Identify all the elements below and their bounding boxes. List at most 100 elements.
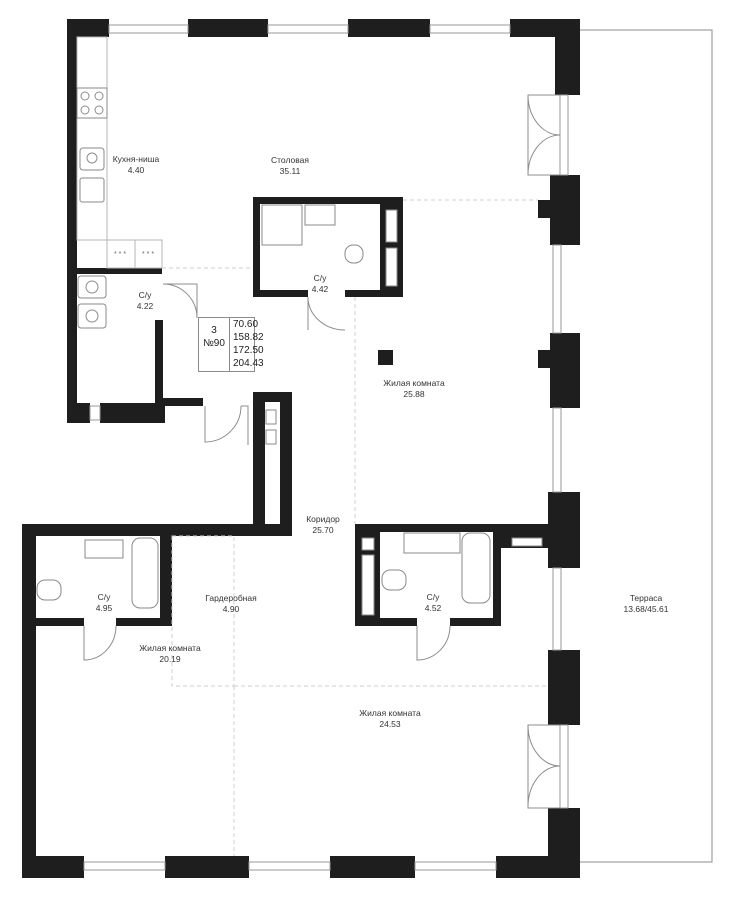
washer-icon — [77, 275, 107, 299]
room-name: С/у — [97, 592, 111, 602]
room-living1: Жилая комната 25.88 — [383, 378, 444, 400]
wall-right-1 — [555, 19, 580, 95]
rooms-count: 3 — [211, 325, 217, 336]
window-right-3 — [552, 567, 562, 651]
terrace-outline — [580, 29, 713, 863]
window-bottom-1 — [83, 861, 166, 871]
kitchen-counter — [76, 36, 108, 241]
door-bath1[interactable] — [162, 283, 198, 319]
wall-right-4 — [548, 492, 580, 568]
sink-bath4-icon — [403, 532, 461, 554]
unit-id: 3 №90 — [199, 318, 230, 371]
wall-bottom-left-1 — [100, 403, 165, 423]
wall-corridor-left — [253, 392, 265, 536]
wall-bath1-right — [155, 320, 163, 406]
room-name: Гардеробная — [205, 593, 257, 603]
svg-text:* * *: * * * — [142, 251, 154, 258]
room-area: 4.95 — [95, 603, 113, 613]
window-left-small — [89, 405, 101, 421]
wall-bath3-bottom-left — [22, 618, 84, 626]
room-area: 24.53 — [379, 719, 401, 729]
room-area: 35.11 — [279, 166, 301, 176]
svg-text:* * *: * * * — [114, 251, 126, 258]
window-top-3 — [429, 24, 511, 34]
wall-bath3-right — [160, 524, 172, 624]
toilet-bath4-icon — [381, 569, 407, 591]
room-area: 4.22 — [136, 301, 154, 311]
door-bath4[interactable] — [416, 625, 451, 661]
room-terrace: Терраса 13.68/45.61 — [624, 593, 669, 615]
sink-double-icon — [79, 177, 105, 203]
shaft-bath2-1 — [385, 209, 398, 243]
room-bath3: С/у 4.95 — [96, 592, 113, 614]
wall-bottom-3 — [330, 856, 415, 878]
wall-right-3 — [550, 333, 580, 408]
wall-top-2 — [188, 19, 268, 37]
shaft-bath2-2 — [385, 247, 398, 287]
wall-top-1 — [67, 19, 109, 37]
wall-bottom-1 — [22, 856, 84, 878]
room-bath2: С/у 4.42 — [312, 273, 329, 295]
shaft-bath4-3 — [511, 537, 543, 547]
unit-areas: 70.60 158.82 172.50 204.43 — [230, 318, 264, 370]
door-bath3[interactable] — [83, 625, 117, 661]
window-right-2 — [552, 407, 562, 493]
unit-number: №90 — [203, 338, 225, 349]
wall-bath2-top — [253, 197, 403, 204]
area-value: 204.43 — [233, 358, 264, 369]
wall-bottom-2 — [165, 856, 249, 878]
wall-bath4-bottom-right — [450, 618, 498, 626]
room-name: С/у — [313, 273, 327, 283]
room-area: 4.90 — [222, 604, 240, 614]
terrace-door-top-frame — [559, 94, 569, 176]
room-dining: Столовая 35.11 — [271, 155, 309, 177]
sink-bath1-icon — [77, 303, 107, 329]
room-name: Жилая комната — [383, 378, 445, 388]
room-area: 20.19 — [159, 654, 181, 664]
room-bath1: С/у 4.22 — [137, 290, 154, 312]
stove-icon — [76, 87, 108, 119]
room-area: 25.88 — [403, 389, 425, 399]
room-name: С/у — [426, 592, 440, 602]
column — [378, 350, 393, 365]
room-name: Жилая комната — [359, 708, 421, 718]
window-bottom-2 — [248, 861, 331, 871]
room-living3: Жилая комната 24.53 — [359, 708, 420, 730]
terrace-door-top-2 — [527, 134, 561, 176]
terrace-door-bottom-frame — [559, 724, 569, 809]
terrace-door-bottom-1 — [527, 724, 561, 767]
shaft-1 — [265, 409, 277, 425]
wall-bottom-4 — [496, 856, 580, 878]
wall-bath2-bottom-right — [345, 290, 403, 297]
wall-bath4-bottom-left — [355, 618, 417, 626]
wall-bath1-top — [67, 268, 162, 274]
room-name: Коридор — [306, 514, 340, 524]
area-value: 70.60 — [233, 319, 259, 330]
wall-bath4-right — [493, 524, 501, 626]
wall-bath2-bottom-left — [253, 290, 308, 297]
wall-bath3-bottom-right — [116, 618, 172, 626]
wall-left-corner — [67, 403, 90, 423]
wall-corridor-cap — [253, 392, 292, 402]
room-area: 13.68/45.61 — [623, 604, 669, 614]
door-entrance[interactable] — [204, 405, 242, 443]
wardrobe-outline — [171, 535, 235, 687]
wall-right-3b — [538, 350, 580, 368]
shaft-bath4-1 — [361, 537, 375, 551]
wall-left-upper — [67, 19, 77, 423]
room-name: С/у — [138, 290, 152, 300]
room-name: Кухня-ниша — [112, 154, 160, 164]
room-kitchen: Кухня-ниша 4.40 — [113, 154, 160, 176]
bathtub-bath3-icon — [131, 537, 159, 609]
sink-bath3-icon — [84, 539, 124, 559]
room-corridor: Коридор 25.70 — [306, 514, 340, 536]
room-living2: Жилая комната 20.19 — [139, 643, 200, 665]
wall-left-lower — [22, 524, 36, 878]
shower-icon — [261, 204, 303, 246]
bathtub-bath4-icon — [461, 532, 491, 604]
door-bath2[interactable] — [307, 296, 346, 331]
room-wardrobe: Гардеробная 4.90 — [205, 593, 256, 615]
room-area: 25.70 — [312, 525, 334, 535]
window-bottom-3 — [414, 861, 497, 871]
